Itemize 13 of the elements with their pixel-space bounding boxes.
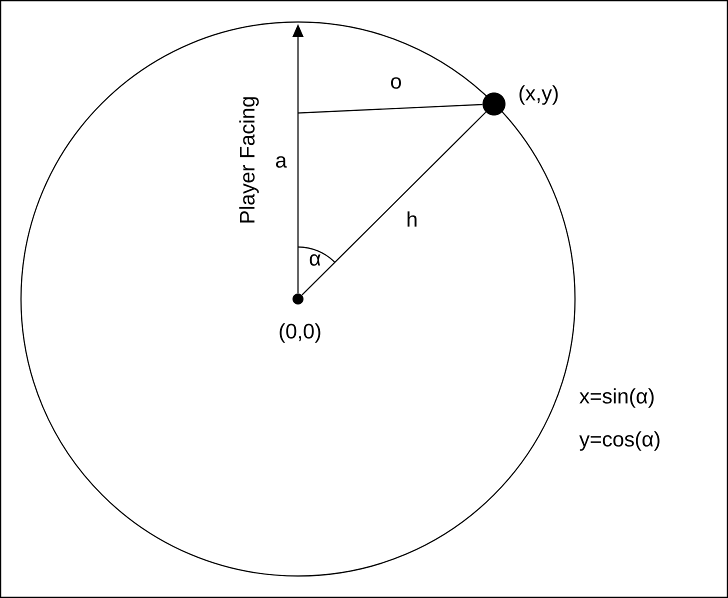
coordinate-label: (0,0): [280, 323, 320, 343]
point-dot: [292, 294, 304, 304]
edge-label: Player Facing: [239, 97, 259, 222]
line: [298, 104, 482, 114]
text-label: a: [276, 156, 287, 168]
text-label: x=sin(α): [579, 388, 654, 408]
point-dot: [482, 92, 506, 116]
edge-label: h: [408, 211, 416, 227]
line: [302, 112, 486, 296]
text-label: α: [310, 254, 320, 266]
edge-label: o: [391, 77, 401, 89]
text-label: y=cos(α): [579, 431, 660, 451]
coordinate-label: (x,y): [520, 85, 558, 105]
